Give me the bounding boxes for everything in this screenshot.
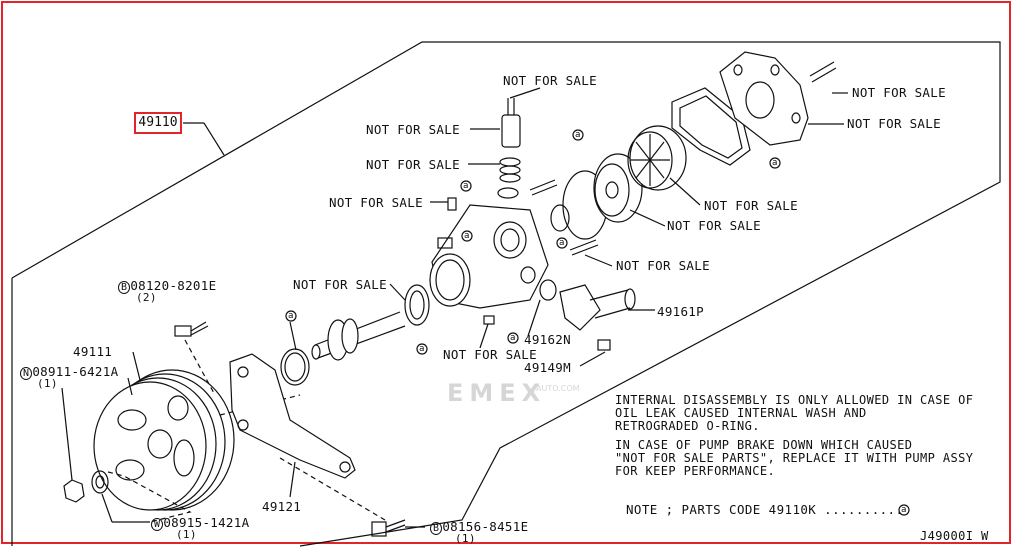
bolt2-prefix: B xyxy=(430,522,443,535)
bolt2-qty: (1) xyxy=(455,532,476,545)
callout-circles xyxy=(285,129,910,516)
pump-body-drawing xyxy=(429,204,549,309)
bolt-bottom-drawing xyxy=(371,519,406,537)
nut-prefix: N xyxy=(20,367,33,380)
bolt2-code: 08156-8451E xyxy=(442,519,529,534)
part-49111[interactable]: 49111 xyxy=(73,344,113,359)
washer-prefix: W xyxy=(151,518,164,531)
callout-a-4: a xyxy=(559,238,565,248)
callout-a-note: a xyxy=(901,505,907,515)
bolt-top-drawing xyxy=(174,321,209,337)
note-line-4: IN CASE OF PUMP BRAKE DOWN WHICH CAUSED xyxy=(615,438,913,452)
nfs-label-dowel[interactable]: NOT FOR SALE xyxy=(616,258,710,273)
callout-a-8: a xyxy=(510,333,516,343)
nfs-label-cover[interactable]: NOT FOR SALE xyxy=(847,116,941,131)
part-49121[interactable]: 49121 xyxy=(262,499,302,514)
part-49149m[interactable]: 49149M xyxy=(524,360,571,375)
diagram-reference: J49000I W xyxy=(920,529,989,543)
note-line-5: "NOT FOR SALE PARTS", REPLACE IT WITH PU… xyxy=(615,451,974,465)
callout-a-7: a xyxy=(288,311,294,321)
spring-drawing xyxy=(499,157,521,183)
nfs-label-bolt[interactable]: NOT FOR SALE xyxy=(852,85,946,100)
nfs-label-spring[interactable]: NOT FOR SALE xyxy=(366,157,460,172)
assembly-boundary xyxy=(11,41,1001,547)
rotor-drawing xyxy=(627,125,687,191)
nut-drawing xyxy=(63,479,85,503)
note-line-2: OIL LEAK CAUSED INTERNAL WASH AND xyxy=(615,406,867,420)
shaft-drawing xyxy=(311,311,406,361)
nut-qty: (1) xyxy=(37,377,58,390)
note-line-6: FOR KEEP PERFORMANCE. xyxy=(615,464,776,478)
part-49162n[interactable]: 49162N xyxy=(524,332,571,347)
nfs-label-pin[interactable]: NOT FOR SALE xyxy=(329,195,423,210)
pulley-drawing xyxy=(93,369,235,511)
fitting-drawing xyxy=(559,284,636,331)
part-49161p[interactable]: 49161P xyxy=(657,304,704,319)
callout-a-1: a xyxy=(463,181,469,191)
nfs-label-shaft[interactable]: NOT FOR SALE xyxy=(293,277,387,292)
nut-code: 08911-6421A xyxy=(32,364,119,379)
callout-a-3: a xyxy=(575,130,581,140)
gasket-drawing xyxy=(671,87,751,166)
control-valve-drawing xyxy=(501,98,521,148)
bolt1-qty: (2) xyxy=(136,291,157,304)
nfs-label-plug[interactable]: NOT FOR SALE xyxy=(366,122,460,137)
rear-cover-drawing xyxy=(719,51,809,146)
nfs-label-rotor[interactable]: NOT FOR SALE xyxy=(704,198,798,213)
washer-qty: (1) xyxy=(176,528,197,541)
watermark-brand: EMEX xyxy=(447,379,547,407)
callout-a-5: a xyxy=(772,158,778,168)
bracket-drawing xyxy=(229,353,356,479)
nfs-label-valve[interactable]: NOT FOR SALE xyxy=(503,73,597,88)
nfs-label-cam[interactable]: NOT FOR SALE xyxy=(667,218,761,233)
watermark-suffix: AUTO.COM xyxy=(536,384,580,393)
bolt1-prefix: B xyxy=(118,281,131,294)
note-line-3: RETROGRADED O-RING. xyxy=(615,419,760,433)
washer-code: 08915-1421A xyxy=(163,515,250,530)
callout-a-6: a xyxy=(419,344,425,354)
bolt1-code: 08120-8201E xyxy=(130,278,217,293)
note-line-1: INTERNAL DISASSEMBLY IS ONLY ALLOWED IN … xyxy=(615,393,974,407)
parts-code-note: NOTE ; PARTS CODE 49110K .......... xyxy=(626,502,904,517)
assembly-code-label[interactable]: 49110 xyxy=(134,112,182,134)
nfs-label-plug-small[interactable]: NOT FOR SALE xyxy=(443,347,537,362)
callout-a-2: a xyxy=(464,231,470,241)
